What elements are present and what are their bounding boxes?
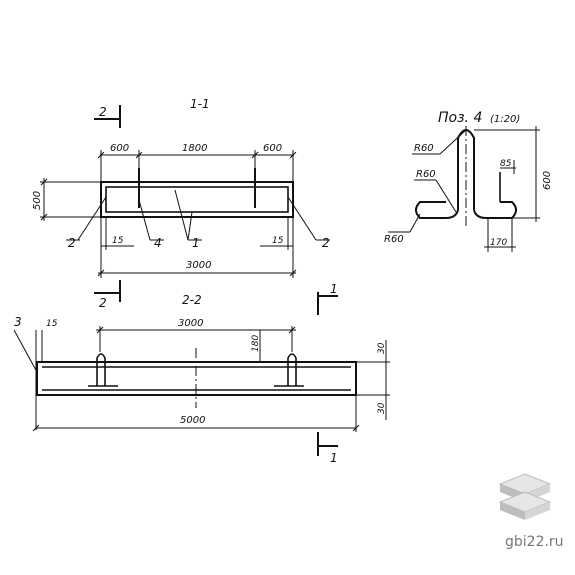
radius-label-mid: R60 [416, 169, 436, 180]
dim-total: 3000 [186, 260, 211, 271]
detail-scale: (1:20) [490, 114, 520, 125]
dim-total-long: 5000 [180, 415, 205, 426]
dim-offset: 15 [46, 319, 58, 329]
callout-right: 2 [322, 236, 330, 250]
cover-dimensions [356, 340, 390, 420]
cut-mark-2-top: 2 [94, 105, 121, 128]
dim-top-right: 600 [263, 143, 282, 154]
dim-span: 3000 [178, 318, 203, 329]
callout-3-leader [13, 329, 38, 373]
cut-mark-2-bottom-label: 2 [99, 296, 107, 310]
callout-bars: 1 [192, 236, 200, 250]
section-2-2-title: 2-2 [182, 293, 202, 307]
lifting-loop-right [274, 353, 304, 387]
dim-bottom-cover: 30 [377, 402, 387, 414]
dim-inner-right: 15 [272, 236, 284, 246]
detail-dim-height: 600 [542, 171, 553, 190]
detail-height-dim [474, 126, 540, 222]
watermark-text: gbi22.ru [505, 534, 564, 550]
dim-top-cover: 30 [377, 342, 387, 354]
slab-inner-reinforcement [105, 186, 289, 213]
radius-leaders [388, 129, 467, 233]
height-dimension [40, 178, 101, 221]
radius-label-top: R60 [414, 143, 434, 154]
radius-label-bottom: R60 [384, 234, 404, 245]
dim-height: 500 [32, 191, 43, 210]
callout-rod: 4 [154, 236, 162, 250]
section-1-1-title: 1-1 [190, 97, 210, 111]
dim-inner-left: 15 [112, 236, 124, 246]
cut-mark-2-top-label: 2 [99, 105, 107, 119]
callout-3: 3 [14, 315, 22, 329]
top-dimension-chain [97, 150, 297, 185]
inner-offset-dims [101, 217, 293, 250]
callout-left: 2 [68, 236, 76, 250]
watermark-logo-icon [498, 473, 552, 520]
detail-dim-hook: 85 [500, 159, 512, 169]
cut-mark-1-bottom: 1 [317, 432, 338, 465]
leader-lines [66, 189, 330, 241]
detail-hook-dim [500, 160, 516, 174]
cut-mark-1-top: 1 [317, 282, 338, 315]
cut-mark-1-bottom-label: 1 [330, 451, 338, 465]
rod-left-foot [415, 201, 459, 219]
dim-top-mid: 1800 [182, 143, 207, 154]
total-dimension [97, 217, 297, 278]
total-long-dimension [32, 395, 360, 432]
slab-outline [100, 181, 294, 218]
section-2-2: 2-2 1 1 3000 15 18 [13, 282, 390, 465]
detail-poz-4: Поз. 4 (1:20) 600 85 170 [384, 110, 553, 252]
dim-loop-height: 180 [251, 335, 261, 352]
section-1-1: 1-1 2 600 1800 600 [32, 97, 330, 310]
cut-mark-2-bottom: 2 [94, 280, 121, 310]
detail-foot-dim [484, 218, 516, 252]
detail-title: Поз. 4 [438, 110, 482, 126]
lifting-loop-left [88, 353, 118, 387]
dim-top-left: 600 [110, 143, 129, 154]
span-dimension [96, 326, 296, 352]
detail-dim-foot: 170 [490, 238, 507, 248]
rod-right-foot [473, 201, 517, 219]
cut-mark-1-top-label: 1 [330, 282, 338, 296]
